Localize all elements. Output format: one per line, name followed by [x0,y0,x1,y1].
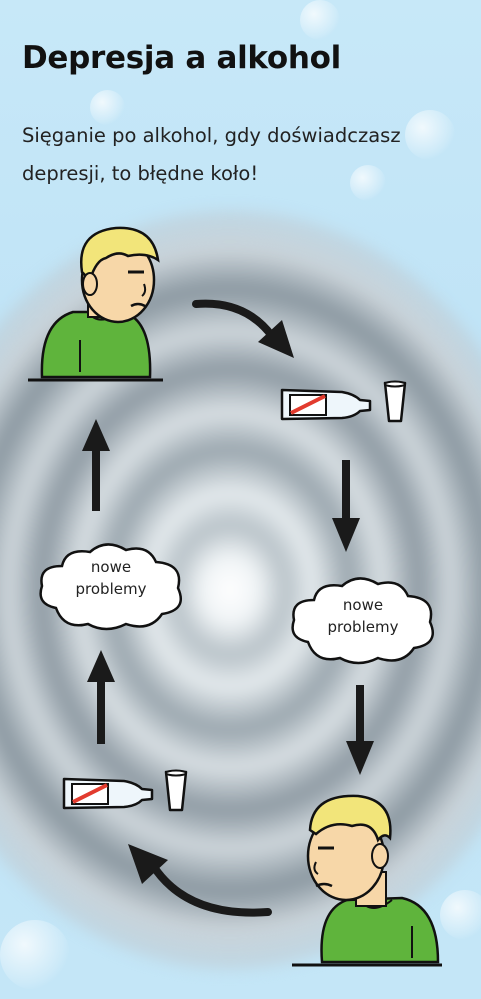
cloud-label-line1: nowe [90,558,132,576]
glass-icon [382,380,408,424]
bubble-decoration [90,90,125,125]
arrow-icon [332,458,360,554]
bubble-decoration [405,110,455,160]
bottle-icon [278,386,376,422]
arrow-icon [190,292,300,364]
page-title: Depresja a alkohol [22,40,341,76]
arrow-icon [87,648,115,746]
cloud-icon: nowe problemy [286,572,440,668]
arrow-icon [82,417,110,513]
page-subtitle: Sięganie po alkohol, gdy doświadczasz de… [22,124,401,185]
bubble-decoration [350,165,386,201]
cloud-label-line1: nowe [342,596,384,614]
sad-man-icon [292,790,442,970]
glass-icon [163,769,189,813]
cloud-label-line2: problemy [327,618,399,636]
cloud-icon: nowe problemy [34,538,188,634]
bubble-decoration [0,920,70,990]
arrow-icon [346,683,374,777]
arrow-icon [124,838,274,922]
sad-man-icon [28,222,163,384]
bubble-decoration [440,890,481,940]
bubble-decoration [300,0,340,40]
bottle-icon [60,775,158,811]
cloud-label-line2: problemy [75,580,147,598]
